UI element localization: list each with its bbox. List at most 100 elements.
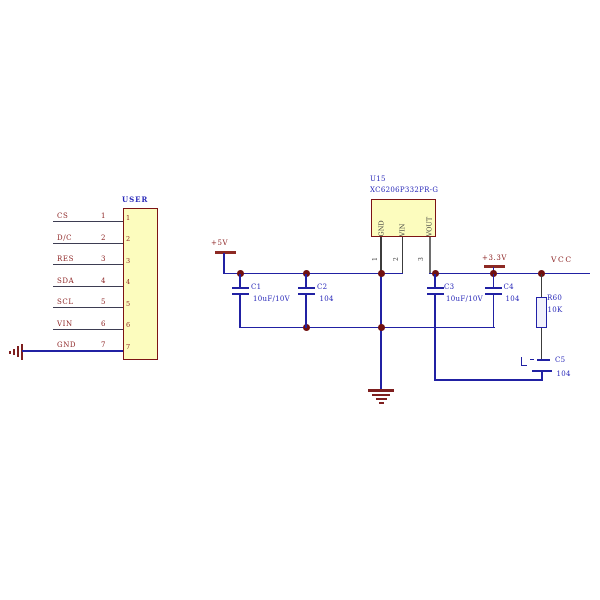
regulator-pin-number-3: 3 (418, 257, 425, 261)
resistor-r60-value: 10K (547, 305, 563, 314)
ground-bar (367, 389, 395, 392)
inner-pin-number: 4 (126, 278, 131, 286)
cap-c2-bottom-lead (305, 294, 307, 328)
pin-label-gnd: GND (57, 341, 77, 349)
pin-line-1 (53, 221, 123, 223)
junction-dot (431, 270, 439, 278)
cap-c4-plate (485, 287, 502, 289)
wire-rail-5v (223, 272, 404, 275)
cap-c1-top-lead (239, 274, 241, 288)
regulator-part-number: XC6206P332PR-G (370, 186, 439, 194)
junction-dot (377, 324, 385, 332)
pin-number: 3 (100, 255, 106, 263)
pin-label-cs: CS (57, 212, 69, 220)
cap-c2-top-lead (305, 274, 307, 288)
cap-c1-plate (231, 287, 249, 289)
pin-line-2 (53, 242, 123, 244)
regulator-body (371, 199, 436, 237)
wire-c3-to-c5 (434, 379, 543, 381)
cap-c5-dash-mark (529, 358, 534, 361)
wire-gnd-pin7 (22, 350, 123, 352)
power-bar-3v3-icon (483, 265, 505, 268)
cap-c4-value: 104 (505, 294, 520, 303)
connector-body (123, 208, 158, 360)
wire-5v-stem (223, 252, 225, 274)
ground-bar (13, 348, 15, 355)
cap-c2-plate (297, 287, 315, 289)
junction-dot (302, 324, 310, 332)
connector-title: USER (122, 194, 149, 204)
junction-dot (236, 270, 244, 278)
cap-c3-top-lead (434, 274, 436, 288)
resistor-r60-top-lead (540, 274, 543, 297)
inner-pin-number: 3 (126, 256, 131, 265)
pin-label-dc: D/C (57, 233, 73, 242)
cap-c5-plate (531, 369, 552, 372)
pin-label-res: RES (57, 255, 74, 263)
cap-c5-bottom-lead (540, 371, 543, 381)
pin-line-6 (53, 328, 123, 330)
ground-bar (16, 346, 19, 357)
junction-dot (302, 270, 310, 278)
resistor-r60-body (535, 297, 547, 328)
cap-c1-value: 10uF/10V (253, 294, 290, 303)
regulator-pin-name-vin: VIN (398, 223, 406, 236)
pin-label-scl: SCL (57, 298, 74, 306)
pin-number: 2 (100, 233, 106, 242)
ground-bar (372, 393, 390, 397)
power-bar-5v-icon (214, 251, 236, 254)
regulator-pin-name-vout: VOUT (425, 216, 434, 236)
ground-bar (378, 402, 384, 405)
junction-dot (490, 270, 498, 278)
cap-c4-bottom-lead (492, 294, 495, 328)
resistor-r60-bottom-lead (540, 328, 543, 360)
cap-c3-bottom-lead (434, 294, 436, 381)
junction-dot (538, 270, 546, 278)
pin-number: 4 (100, 276, 106, 285)
net-label-3v3: +3.3V (482, 253, 508, 262)
inner-pin-number: 1 (126, 213, 131, 222)
cap-c1-ref: C1 (251, 283, 262, 291)
pin-line-3 (53, 264, 123, 266)
regulator-pin3-stub (428, 237, 431, 273)
cap-c2-value: 104 (319, 294, 334, 303)
cap-c2-plate (297, 292, 315, 295)
junction-dot (377, 270, 385, 278)
cap-c3-plate (426, 292, 444, 295)
pin-number: 7 (100, 341, 106, 349)
net-label-vcc: VCC (551, 254, 573, 264)
regulator-designator: U15 (370, 175, 386, 183)
regulator-pin1-stub (380, 237, 382, 273)
cap-c3-plate (426, 287, 444, 289)
cap-c4-top-lead (492, 274, 495, 288)
inner-pin-number: 5 (126, 299, 131, 308)
cap-c3-ref: C3 (444, 283, 455, 291)
pin-number: 6 (100, 319, 106, 328)
cap-c2-ref: C2 (317, 283, 328, 291)
cap-c5-plate (536, 358, 550, 361)
inner-pin-number: 2 (126, 235, 131, 243)
pin-line-4 (53, 285, 123, 287)
pin-number: 1 (100, 212, 106, 220)
net-label-5v: +5V (211, 239, 229, 247)
ground-bar (9, 350, 11, 354)
cap-c1-bottom-lead (239, 294, 241, 328)
ground-bar (375, 398, 387, 401)
regulator-pin2-stub (401, 237, 403, 273)
wire-rail-vcc (429, 272, 590, 275)
cap-c5-polarity-mark (521, 356, 527, 366)
cap-c4-ref: C4 (503, 283, 514, 291)
regulator-pin-name-gnd: GND (377, 219, 385, 236)
cap-c1-plate (231, 292, 249, 295)
regulator-pin-number-2: 2 (392, 257, 400, 261)
cap-c4-plate (485, 292, 502, 295)
pin-label-vin: VIN (57, 319, 73, 328)
pin-number: 5 (100, 298, 106, 306)
pin-label-sda: SDA (57, 276, 75, 285)
cap-c3-value: 10uF/10V (446, 294, 483, 303)
inner-pin-number: 7 (126, 343, 131, 351)
cap-c5-ref: C5 (555, 356, 566, 364)
wire-rail-gnd (239, 326, 496, 329)
pin-line-5 (53, 307, 123, 309)
